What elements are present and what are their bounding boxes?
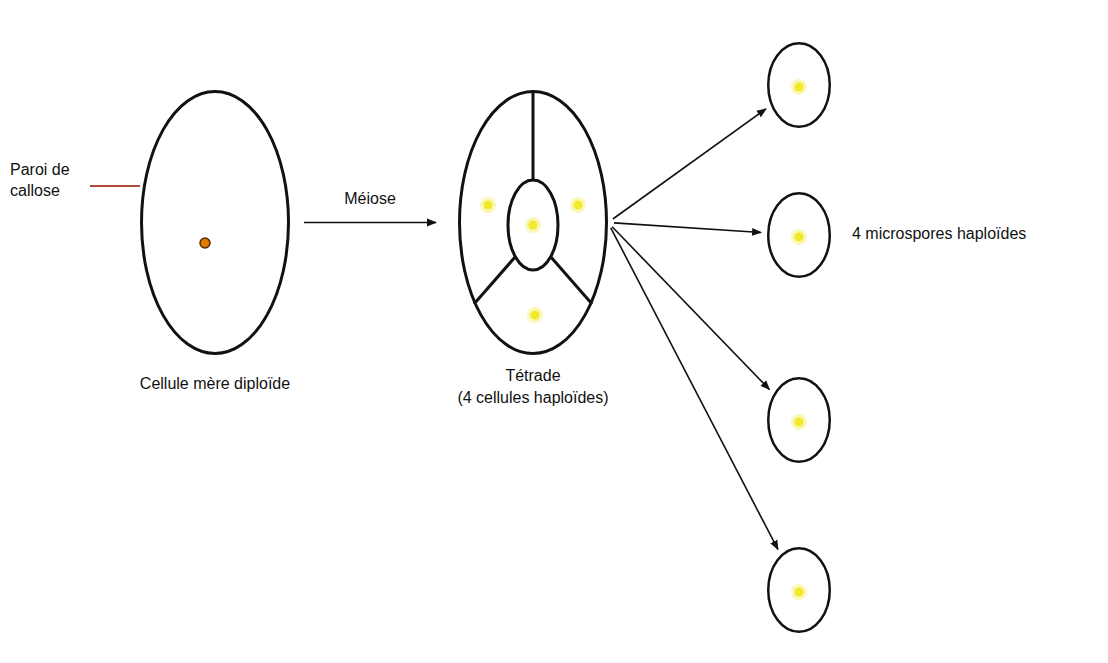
arrow-connector [304, 222, 436, 224]
haploid-nucleus [484, 201, 493, 210]
arrow-connector [612, 227, 769, 390]
haploid-nucleus [795, 233, 804, 242]
diploid-nucleus [200, 238, 210, 248]
cell-wall [460, 92, 607, 354]
arrow-connector [614, 223, 761, 233]
mother-cell-circle: Cellule mère diploïde [140, 90, 290, 355]
nucleus-glow [791, 229, 807, 245]
nucleus-glow [480, 197, 496, 213]
nucleus-glow [791, 584, 807, 600]
nucleus-glow [527, 307, 543, 323]
microspore-circle [767, 547, 831, 633]
nucleus-glow [791, 79, 807, 95]
arrow-connector [611, 228, 778, 550]
haploid-nucleus [795, 588, 804, 597]
process-label: Méiose [341, 189, 399, 208]
cell-wall [768, 378, 830, 462]
leader-line [90, 185, 140, 187]
cell-outline [140, 90, 290, 355]
cell-partition [532, 92, 535, 180]
cell-wall [768, 43, 830, 127]
haploid-nucleus [531, 311, 540, 320]
cell-wall [768, 548, 830, 632]
cell-partition [550, 256, 592, 304]
microspore-circle [767, 192, 831, 278]
haploid-nucleus [795, 83, 804, 92]
cell-outline [767, 42, 831, 128]
cell-outline [767, 377, 831, 463]
haploid-nucleus [574, 201, 583, 210]
microspore-circle [767, 42, 831, 128]
microspore-circle [767, 377, 831, 463]
cell-wall [142, 92, 289, 354]
cell-partition [474, 256, 516, 304]
tetrad-circle: Tétrade (4 cellules haploïdes) [458, 90, 608, 355]
nucleus-glow [570, 197, 586, 213]
cell-outline [458, 90, 608, 355]
nucleus-glow [791, 414, 807, 430]
haploid-nucleus [795, 418, 804, 427]
cell-caption: Tétrade (4 cellules haploïdes) [418, 365, 648, 408]
arrow-connector [613, 109, 766, 219]
cell-caption: Cellule mère diploïde [100, 373, 330, 395]
cell-outline [767, 192, 831, 278]
cell-wall [768, 193, 830, 277]
cell-outline [767, 547, 831, 633]
wall-label: Paroi de callose [10, 160, 90, 202]
haploid-nucleus [529, 221, 538, 230]
nucleus-glow [525, 217, 541, 233]
microspore-label: 4 microspores haploïdes [852, 224, 1102, 245]
